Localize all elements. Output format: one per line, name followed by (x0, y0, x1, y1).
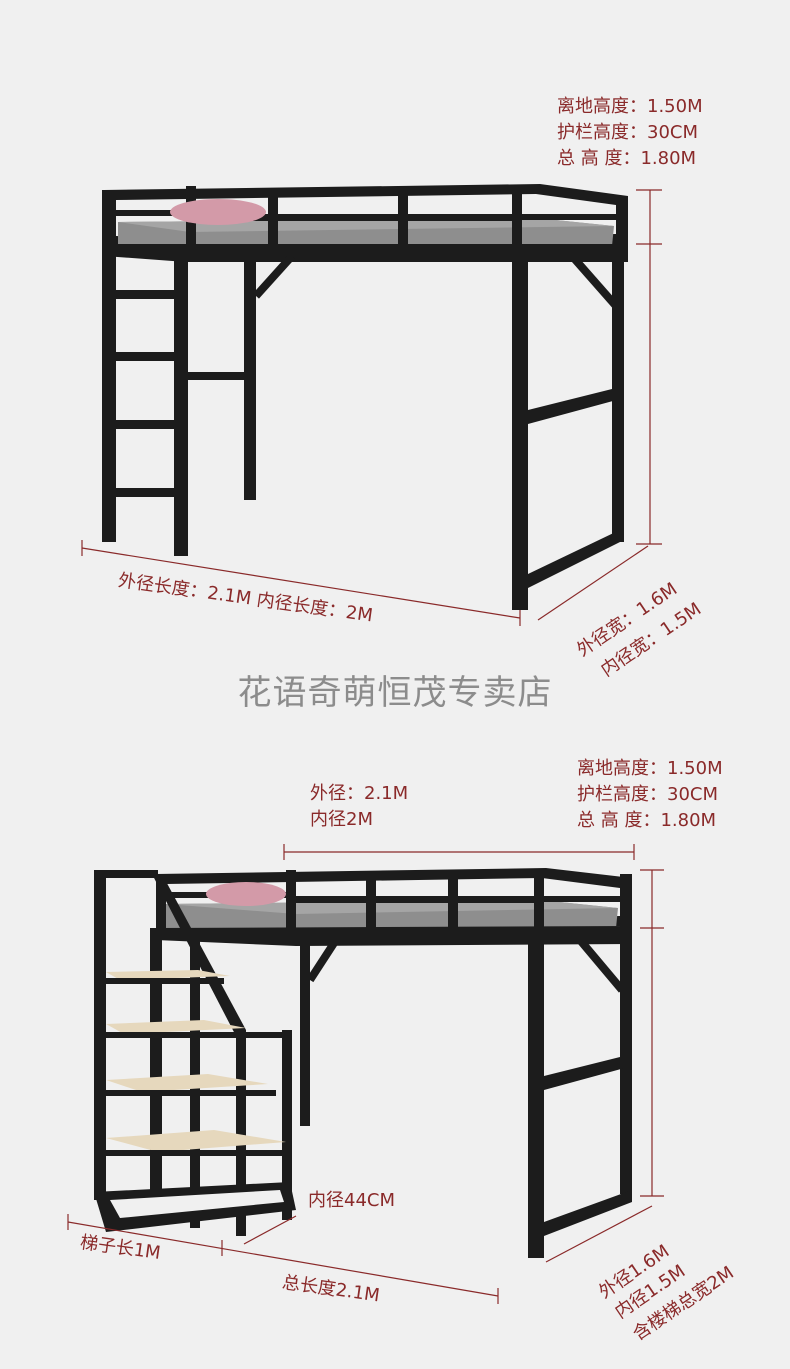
pillow (170, 199, 266, 225)
top-guardrail-height-label: 护栏高度：30CM (557, 122, 699, 143)
bottom-total-height-label: 总 高 度：1.80M (577, 810, 717, 831)
top-dimension-lines (81, 189, 662, 626)
bottom-guardrail-height-label: 护栏高度：30CM (577, 784, 719, 805)
bottom-dimension-lines (67, 844, 664, 1304)
pillow (206, 882, 286, 906)
top-total-height-label: 总 高 度：1.80M (557, 148, 697, 169)
bottom-outer-length-label: 外径：2.1M (310, 783, 409, 804)
loft-bed-with-ladder (102, 184, 628, 610)
top-ground-height-label: 离地高度：1.50M (557, 96, 703, 117)
stair-inner-width-label: 内径44CM (308, 1190, 396, 1211)
store-watermark: 花语奇萌恒茂专卖店 (237, 673, 553, 713)
bottom-inner-length-label: 内径2M (310, 809, 373, 830)
loft-bed-with-storage-stairs (94, 868, 632, 1258)
bottom-ground-height-label: 离地高度：1.50M (577, 758, 723, 779)
